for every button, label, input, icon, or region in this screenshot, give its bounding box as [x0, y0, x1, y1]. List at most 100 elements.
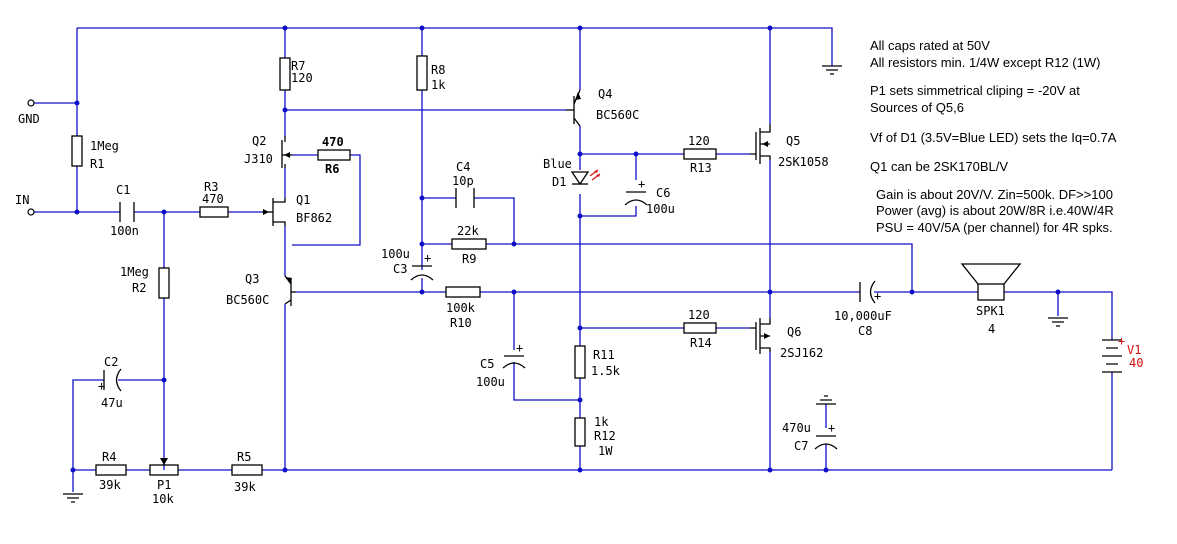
c1-value: 100n [110, 224, 139, 238]
q6-value: 2SJ162 [780, 346, 823, 360]
r3-ref: R3 [204, 180, 218, 194]
note-line: All caps rated at 50V [870, 38, 990, 53]
c5-value: 100u [476, 375, 505, 389]
r2-value: 1Meg [120, 265, 149, 279]
r13-ref: R13 [690, 161, 712, 175]
capacitor-c4: C4 10p [452, 160, 475, 208]
c4-value: 10p [452, 174, 474, 188]
battery-v1: + V1 40 [1102, 334, 1143, 373]
wires [34, 27, 1113, 492]
r9-value: 22k [457, 224, 479, 238]
resistor-r9: 22k R9 [451, 224, 487, 266]
svg-text:+: + [638, 177, 645, 191]
potentiometer-p1: P1 10k [149, 458, 179, 506]
resistor-r2: 1Meg R2 [120, 265, 170, 299]
c3-ref: C3 [393, 262, 407, 276]
r11-ref: R11 [593, 348, 615, 362]
c8-value: 10,000uF [834, 309, 892, 323]
capacitor-c5: + C5 100u [476, 341, 526, 389]
transistor-q3: Q3 BC560C [226, 272, 296, 307]
q1-ref: Q1 [296, 193, 310, 207]
d1-ref: D1 [552, 175, 566, 189]
r3-value: 470 [202, 192, 224, 206]
in-port: IN [15, 193, 35, 216]
c2-value: 47u [101, 396, 123, 410]
gnd-port: GND [18, 99, 40, 126]
resistor-r1: 1Meg R1 [71, 135, 119, 171]
svg-text:+: + [828, 421, 835, 435]
q1-value: BF862 [296, 211, 332, 225]
svg-text:+: + [516, 341, 523, 355]
p1-ref: P1 [157, 478, 171, 492]
r5-ref: R5 [237, 450, 251, 464]
r7-ref: R7 [291, 59, 305, 73]
r6-value: 470 [322, 135, 344, 149]
resistor-r6: 470 R6 [317, 135, 351, 176]
r5-value: 39k [234, 480, 256, 494]
c1-ref: C1 [116, 183, 130, 197]
q6-ref: Q6 [787, 325, 801, 339]
q3-value: BC560C [226, 293, 269, 307]
svg-text:+: + [874, 289, 881, 303]
capacitor-c7: + 470u C7 [782, 421, 838, 453]
c7-value: 470u [782, 421, 811, 435]
q5-ref: Q5 [786, 134, 800, 148]
c6-value: 100u [646, 202, 675, 216]
r11-value: 1.5k [591, 364, 621, 378]
r12-value: 1k [594, 415, 609, 429]
q5-value: 2SK1058 [778, 155, 829, 169]
c5-ref: C5 [480, 357, 494, 371]
r12-ref: R12 [594, 429, 616, 443]
capacitor-c2: + C2 47u [98, 355, 123, 410]
r2-ref: R2 [132, 281, 146, 295]
resistor-r13: 120 R13 [683, 134, 717, 175]
transistor-q2: Q2 J310 [244, 134, 292, 168]
v1-value: 40 [1129, 356, 1143, 370]
c2-ref: C2 [104, 355, 118, 369]
note-line: Q1 can be 2SK170BL/V [870, 159, 1008, 174]
resistor-r5: R5 39k [231, 450, 263, 494]
c4-ref: C4 [456, 160, 470, 174]
capacitor-c8: + 10,000uF C8 [834, 280, 892, 338]
r9-ref: R9 [462, 252, 476, 266]
svg-text:+: + [424, 251, 431, 265]
q4-ref: Q4 [598, 87, 612, 101]
q3-ref: Q3 [245, 272, 259, 286]
r8-value: 1k [431, 78, 446, 92]
resistor-r3: R3 470 [199, 180, 229, 218]
ground-icon [63, 493, 83, 503]
ground-icon [822, 65, 842, 75]
capacitor-c1: C1 100n [110, 183, 139, 238]
gnd-port-label: GND [18, 112, 40, 126]
v1-ref: V1 [1127, 343, 1141, 357]
note-line: P1 sets simmetrical cliping = -20V at [870, 83, 1080, 98]
r14-value: 120 [688, 308, 710, 322]
transistor-q5: Q5 2SK1058 [750, 124, 829, 169]
note-line: Gain is about 20V/V. Zin=500k. DF>>100 [876, 187, 1113, 202]
p1-value: 10k [152, 492, 174, 506]
capacitor-c3: + 100u C3 [381, 247, 434, 281]
q2-value: J310 [244, 152, 273, 166]
r6-ref: R6 [325, 162, 339, 176]
resistor-r4: R4 39k [95, 450, 127, 492]
r4-value: 39k [99, 478, 121, 492]
junction-dots [70, 25, 1061, 473]
resistor-r12: 1k R12 1W [574, 415, 616, 458]
spk1-ref: SPK1 [976, 304, 1005, 318]
resistor-r14: 120 R14 [683, 308, 717, 350]
c8-ref: C8 [858, 324, 872, 338]
resistor-r10: 100k R10 [445, 286, 481, 330]
svg-text:+: + [98, 379, 105, 393]
r1-ref: R1 [90, 157, 104, 171]
speaker-spk1: SPK1 4 [960, 263, 1022, 336]
r14-ref: R14 [690, 336, 712, 350]
r10-value: 100k [446, 301, 476, 315]
r12-rating: 1W [598, 444, 613, 458]
ground-symbols [63, 65, 1068, 503]
ground-icon [816, 395, 836, 405]
r7-value: 120 [291, 71, 313, 85]
design-notes: All caps rated at 50V All resistors min.… [870, 38, 1117, 235]
r13-value: 120 [688, 134, 710, 148]
note-line: Vf of D1 (3.5V=Blue LED) sets the Iq=0.7… [870, 130, 1117, 145]
